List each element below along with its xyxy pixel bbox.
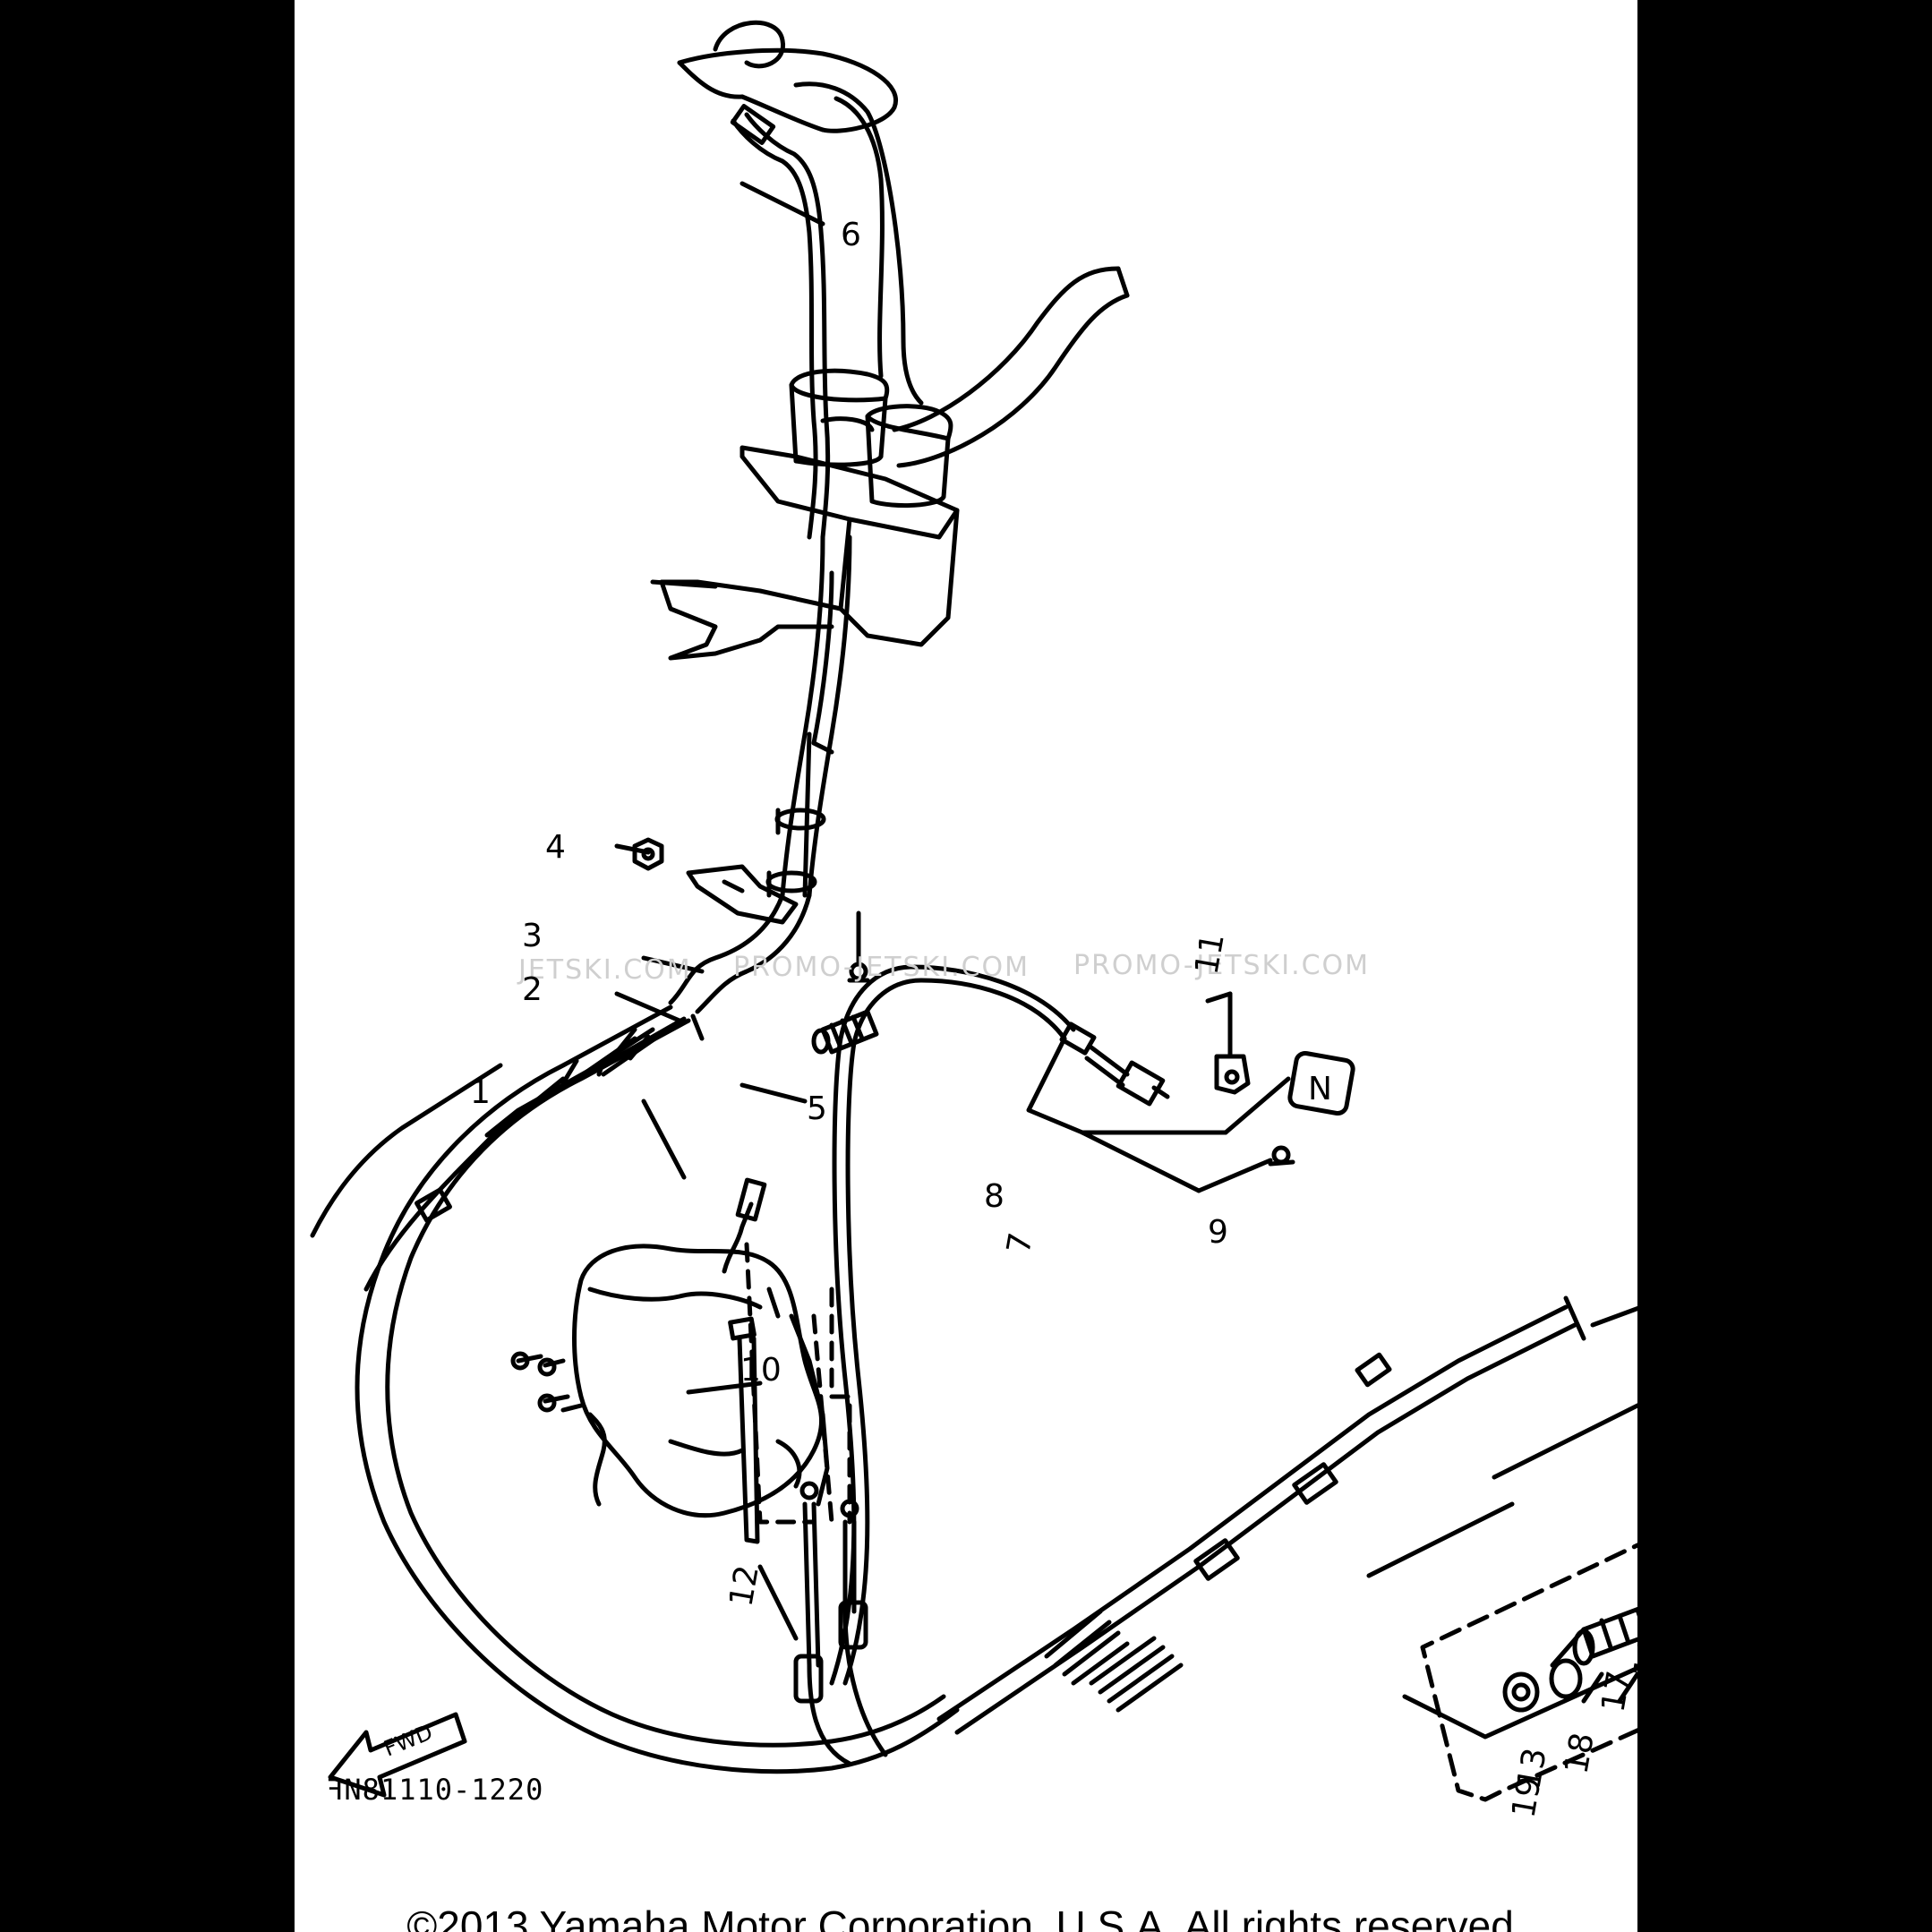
- fwd-arrow-shape: [328, 1712, 467, 1798]
- cable-frame: [1366, 1305, 1637, 1740]
- cable-12: [936, 1295, 1586, 1735]
- callout-16: 16: [1627, 1634, 1637, 1680]
- callout-11: 11: [1188, 930, 1231, 977]
- watermark-left: JETSKI.COM: [517, 954, 692, 986]
- terminal-11: [1214, 991, 1251, 1095]
- watermark-middle: PROMO-JETSKI.COM: [733, 952, 1030, 983]
- leader-lines: [614, 181, 1637, 1704]
- steering-bracket: [650, 445, 960, 661]
- diagram-sheet: FWD N JETSKI.COM PROMO-JETSKI.COM PROMO-…: [295, 0, 1637, 1932]
- parts-diagram: FWD N JETSKI.COM PROMO-JETSKI.COM PROMO-…: [310, 20, 1637, 1821]
- bolt-3: [847, 910, 870, 983]
- callout-6: 6: [841, 217, 861, 253]
- callout-12: 12: [722, 1562, 765, 1609]
- small-parts: [1502, 1606, 1637, 1713]
- callout-18: 18: [1558, 1730, 1601, 1776]
- callout-9: 9: [1208, 1214, 1228, 1251]
- callout-3: 3: [522, 918, 543, 954]
- watermark-right: PROMO-JETSKI.COM: [1073, 950, 1370, 981]
- leader-7: [1026, 1036, 1291, 1193]
- callout-7: 7: [1000, 1230, 1039, 1257]
- nut-4: [632, 837, 664, 871]
- neutral-cap-8: [1287, 1050, 1355, 1116]
- callout-1: 1: [470, 1074, 491, 1111]
- callout-4: 4: [545, 829, 566, 866]
- handlebar-right: [892, 266, 1130, 468]
- throttle-cable: [730, 104, 831, 540]
- cable-7-loop: [829, 964, 1170, 1686]
- cable-bracket: [686, 864, 799, 925]
- callout-13: 13: [1510, 1745, 1553, 1791]
- callout-5: 5: [807, 1090, 827, 1127]
- reference-code: ꟻN81110-1220: [327, 1773, 544, 1807]
- callout-10: 10: [740, 1352, 782, 1389]
- screw-9: [1268, 1145, 1295, 1167]
- copyright-notice: ©2013 Yamaha Motor Corporation, U.S.A. A…: [406, 1902, 1526, 1932]
- callout-8: 8: [984, 1178, 1004, 1215]
- neutral-label: N: [1308, 1071, 1332, 1107]
- handlebar-grip-top: [677, 20, 924, 406]
- steering-column: [668, 534, 852, 1014]
- callout-19: 19: [1505, 1774, 1548, 1820]
- callout-2: 2: [522, 971, 543, 1008]
- cable-ends-carb: [793, 1481, 888, 1766]
- kit-boundary-13: [1420, 1543, 1637, 1802]
- cable-1: [310, 1027, 651, 1292]
- callout-17: 17: [1594, 1668, 1637, 1714]
- tie-wrap-10: [728, 1316, 760, 1544]
- carburetor: [510, 1177, 830, 1518]
